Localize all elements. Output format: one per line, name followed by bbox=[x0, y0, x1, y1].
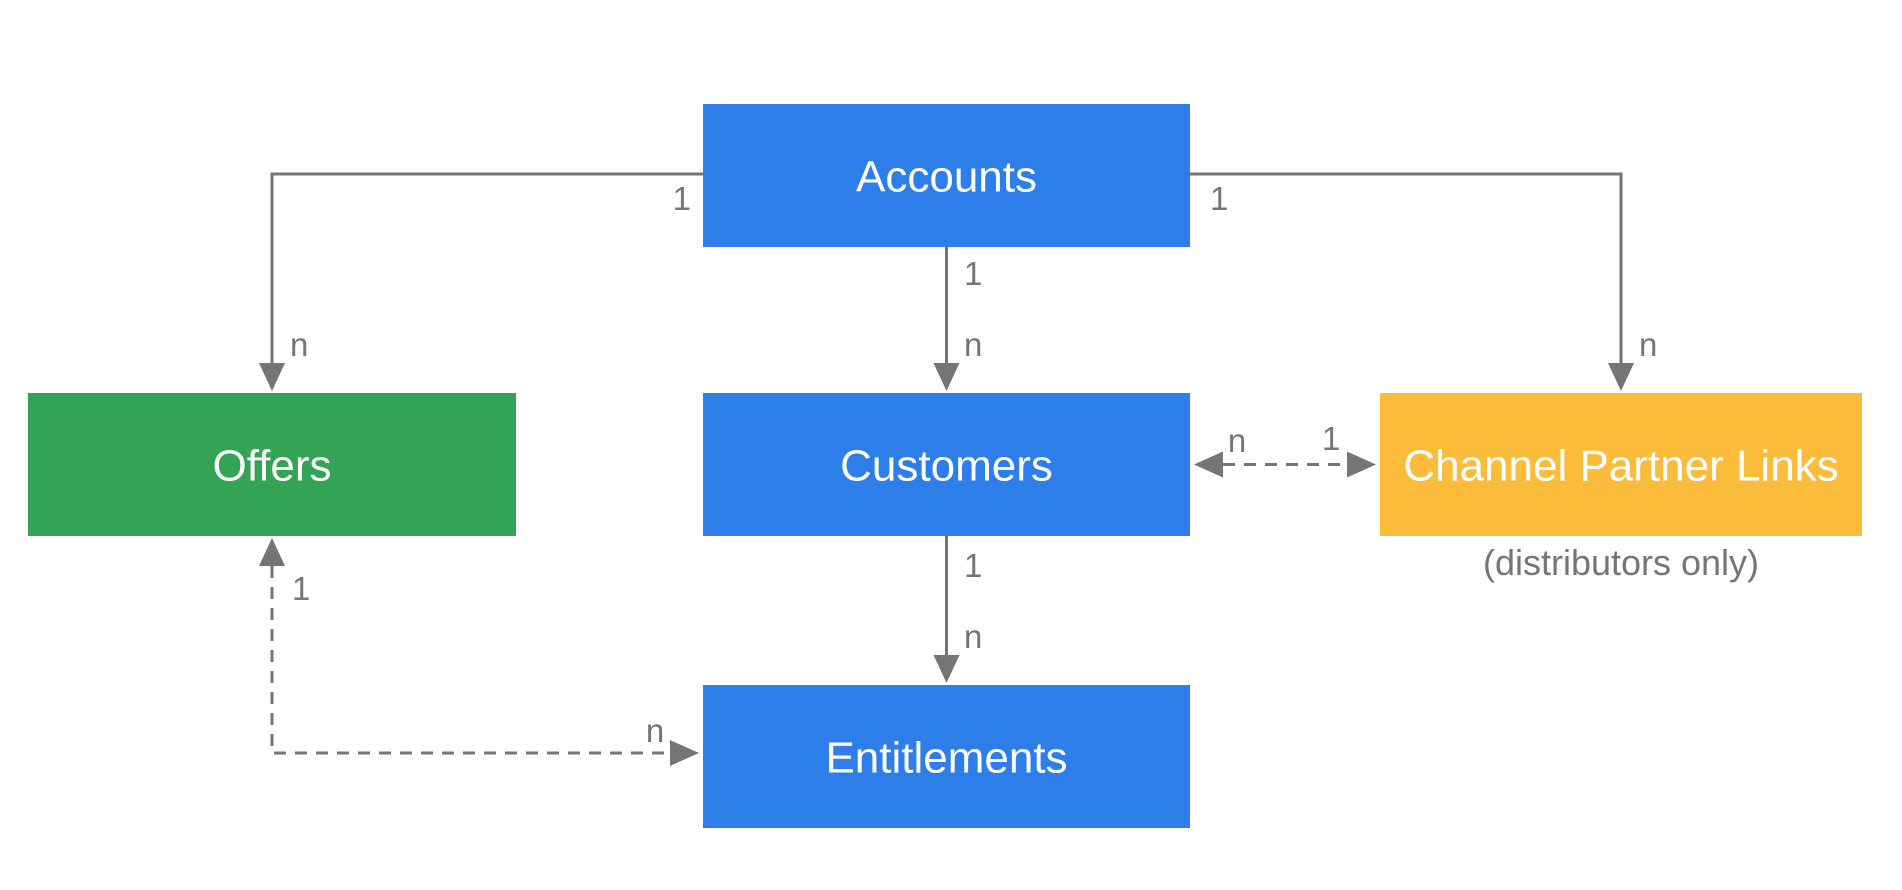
edge-accounts-customers: 1 n bbox=[933, 247, 982, 391]
cardinality-label-n: n bbox=[646, 712, 664, 749]
arrowhead-left-icon bbox=[1194, 451, 1223, 478]
arrowhead-down-icon bbox=[933, 655, 960, 683]
node-offers-box bbox=[28, 393, 516, 536]
cardinality-label-n: n bbox=[1639, 326, 1657, 363]
edge-customers-entitlements: 1 n bbox=[933, 536, 982, 683]
edge-line-accounts-offers bbox=[270, 172, 703, 363]
distributors-only-caption: (distributors only) bbox=[1483, 542, 1759, 583]
cardinality-label-n: n bbox=[290, 326, 308, 363]
edge-line-offers-entitlements bbox=[270, 566, 667, 755]
node-channel-partner-links-box bbox=[1380, 393, 1862, 536]
cardinality-label-1: 1 bbox=[1322, 420, 1340, 457]
edge-line-accounts-channel-partner-links bbox=[1190, 172, 1623, 363]
node-customers: Customers bbox=[703, 393, 1190, 536]
node-channel-partner-links-label: Channel Partner Links bbox=[1403, 442, 1838, 491]
node-customers-label: Customers bbox=[840, 442, 1053, 491]
edge-offers-entitlements: 1 n bbox=[259, 538, 699, 766]
arrowhead-up-icon bbox=[259, 538, 285, 566]
node-entitlements-label: Entitlements bbox=[825, 734, 1067, 783]
cardinality-label-1: 1 bbox=[964, 547, 982, 584]
node-entitlements: Entitlements bbox=[703, 685, 1190, 828]
node-accounts-box bbox=[703, 104, 1190, 247]
edge-accounts-offers: 1 n bbox=[259, 172, 703, 391]
node-offers: Offers bbox=[28, 393, 516, 536]
cardinality-label-1: 1 bbox=[673, 180, 691, 217]
arrowhead-down-icon bbox=[1608, 363, 1634, 391]
cardinality-label-1: 1 bbox=[964, 255, 982, 292]
edge-accounts-channel-partner-links: 1 n bbox=[1190, 172, 1657, 391]
node-customers-box bbox=[703, 393, 1190, 536]
cardinality-label-n: n bbox=[964, 618, 982, 655]
arrowhead-right-icon bbox=[670, 740, 699, 766]
cardinality-label-n: n bbox=[964, 326, 982, 363]
arrowhead-down-icon bbox=[933, 363, 960, 391]
edge-customers-channel-partner-links: n 1 bbox=[1194, 420, 1376, 478]
node-accounts-label: Accounts bbox=[856, 153, 1037, 202]
node-entitlements-box bbox=[703, 685, 1190, 828]
cardinality-label-n: n bbox=[1228, 422, 1246, 459]
cardinality-label-1: 1 bbox=[292, 570, 310, 607]
cardinality-label-1: 1 bbox=[1210, 180, 1228, 217]
node-channel-partner-links: Channel Partner Links (distributors only… bbox=[1380, 393, 1862, 583]
node-accounts: Accounts bbox=[703, 104, 1190, 247]
arrowhead-down-icon bbox=[259, 363, 285, 391]
arrowhead-right-icon bbox=[1347, 451, 1376, 478]
node-offers-label: Offers bbox=[212, 442, 331, 491]
